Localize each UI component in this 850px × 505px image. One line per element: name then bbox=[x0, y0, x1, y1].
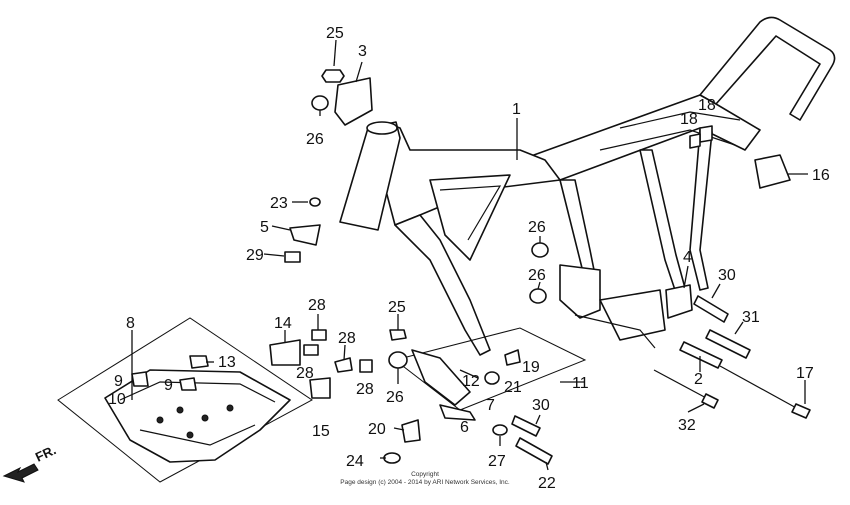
callout-17: 17 bbox=[796, 365, 814, 382]
callout-7: 7 bbox=[486, 397, 495, 414]
callout-28d: 28 bbox=[356, 381, 374, 398]
callout-12: 12 bbox=[462, 373, 480, 390]
callout-3: 3 bbox=[358, 43, 367, 60]
callout-labels: 1 2 3 4 5 6 7 8 9 9 10 11 12 13 14 15 16… bbox=[108, 25, 830, 492]
callout-25b: 25 bbox=[388, 299, 406, 316]
callout-28a: 28 bbox=[308, 297, 326, 314]
direction-label: FR. bbox=[33, 442, 58, 464]
copyright-line-2: Page design (c) 2004 - 2014 by ARI Netwo… bbox=[340, 479, 510, 486]
callout-2: 2 bbox=[694, 371, 703, 388]
engine-mount-group bbox=[393, 327, 587, 421]
callout-22: 22 bbox=[538, 475, 556, 492]
callout-6: 6 bbox=[460, 419, 469, 436]
callout-14: 14 bbox=[274, 315, 292, 332]
callout-18b: 18 bbox=[698, 97, 716, 114]
callout-32: 32 bbox=[678, 417, 696, 434]
callout-9b: 9 bbox=[164, 377, 173, 394]
callout-4: 4 bbox=[683, 249, 692, 266]
callout-31: 31 bbox=[742, 309, 760, 326]
callout-26d: 26 bbox=[386, 389, 404, 406]
callout-27: 27 bbox=[488, 453, 506, 470]
callout-30b: 30 bbox=[532, 397, 550, 414]
callout-28c: 28 bbox=[296, 365, 314, 382]
callout-30a: 30 bbox=[718, 267, 736, 284]
callout-16: 16 bbox=[812, 167, 830, 184]
callout-26c: 26 bbox=[528, 267, 546, 284]
callout-8: 8 bbox=[126, 315, 135, 332]
callout-21: 21 bbox=[504, 379, 522, 396]
callout-18a: 18 bbox=[680, 111, 698, 128]
main-frame bbox=[339, 16, 836, 356]
copyright-notice: Copyright Page design (c) 2004 - 2014 by… bbox=[340, 471, 510, 486]
leader-lines bbox=[131, 39, 808, 471]
callout-23: 23 bbox=[270, 195, 288, 212]
callout-13: 13 bbox=[218, 354, 236, 371]
callout-5: 5 bbox=[260, 219, 269, 236]
small-parts bbox=[131, 69, 811, 465]
callout-28b: 28 bbox=[338, 330, 356, 347]
callout-11: 11 bbox=[572, 375, 589, 392]
callout-10: 10 bbox=[108, 391, 126, 408]
callout-26b: 26 bbox=[528, 219, 546, 236]
callout-15: 15 bbox=[312, 423, 330, 440]
callout-9a: 9 bbox=[114, 373, 123, 390]
front-direction-indicator: FR. bbox=[2, 442, 58, 483]
callout-19: 19 bbox=[522, 359, 540, 376]
callout-25a: 25 bbox=[326, 25, 344, 42]
callout-24: 24 bbox=[346, 453, 364, 470]
arrow-icon bbox=[2, 463, 39, 483]
copyright-line-1: Copyright bbox=[411, 471, 439, 478]
skid-plate-group bbox=[57, 317, 313, 483]
callout-29: 29 bbox=[246, 247, 264, 264]
callout-26a: 26 bbox=[306, 131, 324, 148]
callout-20: 20 bbox=[368, 421, 386, 438]
callout-1: 1 bbox=[512, 101, 521, 118]
